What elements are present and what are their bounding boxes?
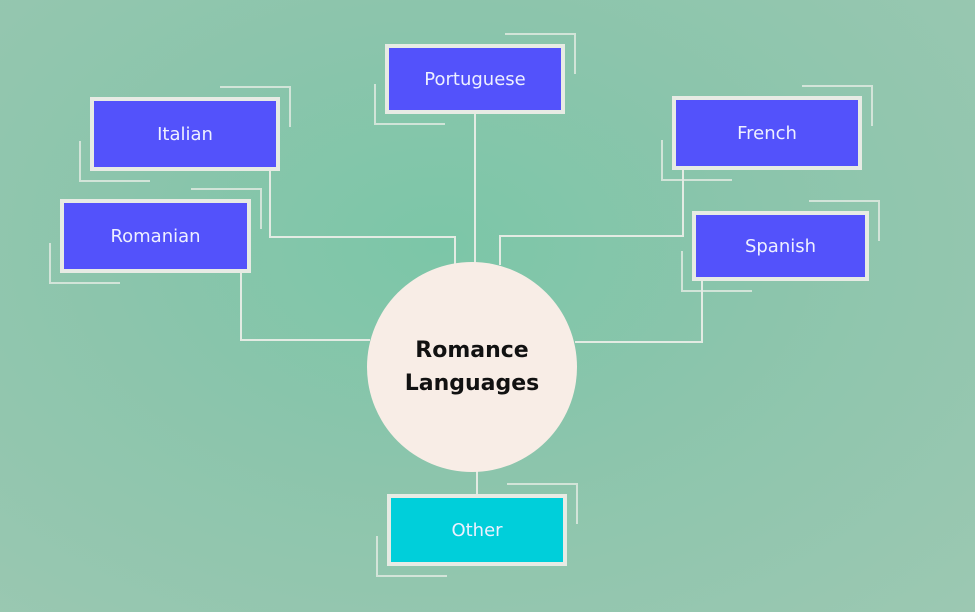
connector-spanish	[575, 281, 703, 343]
connector-romanian	[240, 273, 370, 341]
node-italian[interactable]: Italian	[90, 97, 280, 171]
node-label: Other	[451, 519, 503, 541]
node-portuguese[interactable]: Portuguese	[385, 44, 565, 114]
corner-bracket-top-right	[191, 188, 262, 229]
node-label: Portuguese	[424, 68, 526, 90]
corner-bracket-top-right	[505, 33, 576, 74]
node-label: Romanian	[110, 225, 201, 247]
corner-bracket-top-right	[802, 85, 873, 126]
node-french[interactable]: French	[672, 96, 862, 170]
node-other[interactable]: Other	[387, 494, 567, 566]
corner-bracket-bottom-left	[376, 536, 447, 577]
node-label: Spanish	[744, 235, 817, 257]
node-label: Italian	[157, 123, 213, 145]
connector-french	[499, 170, 684, 265]
node-spanish[interactable]: Spanish	[692, 211, 869, 281]
connector-italian	[269, 171, 456, 265]
corner-bracket-bottom-left	[49, 243, 120, 284]
center-node[interactable]: Romance Languages	[367, 262, 577, 472]
corner-bracket-bottom-left	[79, 141, 150, 182]
center-title-line2: Languages	[404, 371, 540, 396]
node-label: French	[737, 122, 797, 144]
center-title-line1: Romance	[415, 338, 529, 363]
corner-bracket-top-right	[809, 200, 880, 241]
corner-bracket-bottom-left	[661, 140, 732, 181]
corner-bracket-bottom-left	[374, 84, 445, 125]
corner-bracket-top-right	[220, 86, 291, 127]
corner-bracket-bottom-left	[681, 251, 752, 292]
node-romanian[interactable]: Romanian	[60, 199, 251, 273]
corner-bracket-top-right	[507, 483, 578, 524]
